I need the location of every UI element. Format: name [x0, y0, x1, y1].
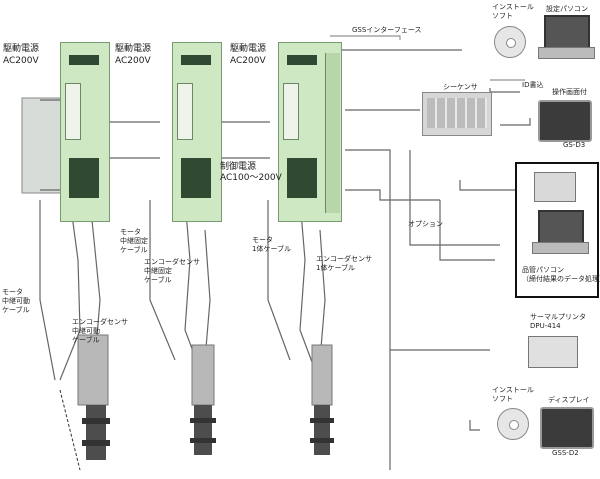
- controller-unit-1: [60, 42, 110, 222]
- drive-power-3-label: 駆動電源: [230, 44, 267, 54]
- cd-icon: [497, 408, 529, 440]
- gss-leader-line: [330, 35, 401, 40]
- plc-icon: [422, 92, 492, 136]
- display-label: ディスプレイ: [548, 396, 590, 404]
- encoder-relay-movable-label: エンコーダセンサ 中継可動 ケーブル: [72, 318, 128, 344]
- cable-to-option: [439, 200, 495, 261]
- sequencer-label: シーケンサ: [443, 83, 478, 91]
- printer-icon: [534, 172, 576, 202]
- gss-interface-label: GSSインターフェース: [352, 26, 422, 34]
- id-write-label: ID書込: [522, 81, 544, 89]
- controller-unit-3: [278, 42, 342, 222]
- quality-pc-label: 品管パソコン （締付結果のデータ処理）: [522, 266, 600, 283]
- encoder-one-cable-label: エンコーダセンサ 1体ケーブル: [316, 255, 372, 272]
- motor-relay-fixed-label: モータ 中継固定 ケーブル: [120, 228, 148, 254]
- laptop-icon: [532, 210, 589, 255]
- drive-power-3-voltage: AC200V: [230, 56, 266, 66]
- gs-d3-label: GS-D3: [563, 141, 586, 149]
- motor-relay-movable-label: モータ 中継可動 ケーブル: [2, 288, 30, 314]
- cable-to-install-bottom: [469, 420, 480, 431]
- monitor-icon: [538, 100, 592, 142]
- drive-power-2-label: 駆動電源: [115, 44, 152, 54]
- control-power-voltage: AC100～200V: [220, 173, 282, 183]
- printer-icon: [528, 336, 578, 368]
- motor-one-cable-label: モータ 1体ケーブル: [252, 236, 292, 253]
- id-write-line: [489, 88, 520, 93]
- setting-pc-label: 設定パソコン: [546, 5, 588, 13]
- heatsink-left: [21, 97, 63, 194]
- install-soft-bottom-label: インストール ソフト: [492, 386, 534, 403]
- install-soft-top-label: インストール ソフト: [492, 3, 534, 20]
- drive-power-1-label: 駆動電源: [3, 44, 40, 54]
- motor-2: [190, 344, 216, 455]
- drive-power-1-voltage: AC200V: [3, 56, 39, 66]
- gss-interface-module: [325, 53, 340, 213]
- cable-to-laptop-top: [459, 180, 520, 191]
- operation-panel-label: 操作画面付: [552, 88, 587, 96]
- laptop-icon: [538, 15, 595, 60]
- cable-to-printer-route: [345, 149, 391, 470]
- motor-3: [310, 344, 334, 455]
- gss-d2-label: GSS-D2: [552, 449, 579, 457]
- control-power-label: 制御電源: [220, 162, 257, 172]
- thermal-printer-label: サーマルプリンタ DPU-414: [530, 313, 586, 330]
- monitor-icon: [540, 407, 594, 449]
- encoder-relay-fixed-label: エンコーダセンサ 中継固定 ケーブル: [144, 258, 200, 284]
- cd-icon: [494, 26, 526, 58]
- controller-unit-2: [172, 42, 222, 222]
- drive-power-2-voltage: AC200V: [115, 56, 151, 66]
- motor-1: [59, 334, 110, 471]
- option-label: オプション: [408, 220, 443, 228]
